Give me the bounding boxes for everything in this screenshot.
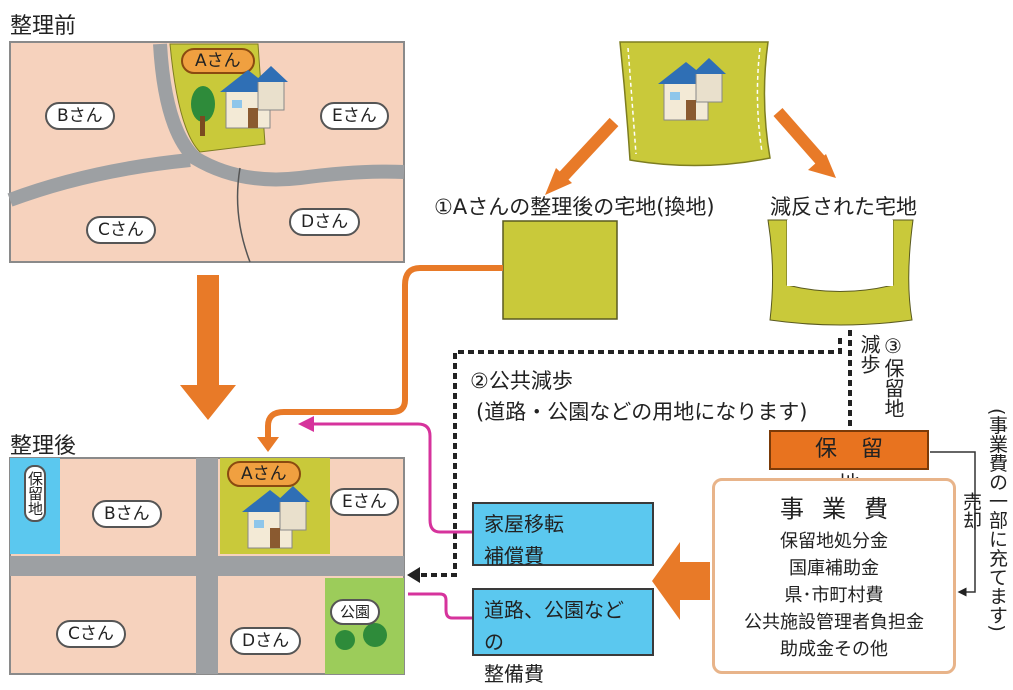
park-label: 公園 — [330, 599, 381, 625]
before-owner-d: Dさん — [289, 208, 361, 236]
replot-square — [502, 220, 618, 320]
house-icon — [658, 58, 726, 121]
project-cost-box: 事業費 保留地処分金 国庫補助金 県･市町村費 公共施設管理者負担金 助成金その… — [712, 478, 956, 674]
relocation-link — [312, 422, 472, 534]
replot-link — [265, 265, 503, 440]
project-item: 国庫補助金 — [789, 558, 879, 579]
after-road-horizontal — [10, 556, 404, 576]
reduced-label: 減反された宅地 — [770, 195, 917, 219]
road-box: 道路、公園などの 整備費 — [472, 588, 654, 686]
hold-reduction-label: ③保留地 — [881, 334, 905, 418]
down-arrow — [180, 275, 236, 420]
project-cost-items: 保留地処分金 国庫補助金 県･市町村費 公共施設管理者負担金 助成金その他 — [715, 528, 953, 663]
relocation-box: 家屋移転 補償費 — [472, 502, 654, 568]
reduction-label: 減歩 — [857, 334, 881, 374]
arrow-to-reduced — [773, 108, 827, 166]
side-note: (事業費の一部に充てます) — [986, 408, 1008, 632]
replot-label: ①Aさんの整理後の宅地(換地) — [434, 195, 715, 219]
before-tree — [191, 86, 215, 122]
after-owner-b: Bさん — [92, 500, 162, 528]
arrow-to-replot — [555, 117, 619, 185]
public-reduction-line — [420, 338, 842, 577]
after-owner-d: Dさん — [230, 627, 302, 655]
after-title: 整理後 — [10, 434, 77, 459]
road-link — [408, 592, 472, 620]
project-item: 公共施設管理者負担金 — [744, 612, 924, 633]
before-owner-a: Aさん — [181, 48, 255, 74]
relocation-line-2: 補償費 — [484, 544, 544, 568]
road-line-2: 整備費 — [484, 662, 544, 686]
project-item: 県･市町村費 — [784, 585, 884, 606]
after-owner-c: Cさん — [56, 620, 126, 648]
project-item: 保留地処分金 — [780, 531, 888, 552]
before-owner-e: Eさん — [320, 102, 389, 130]
project-cost-title: 事業費 — [780, 495, 906, 523]
house-icon — [220, 66, 288, 129]
before-boundary-cd — [236, 167, 251, 263]
sale-line — [930, 451, 976, 597]
after-owner-a: Aさん — [227, 461, 301, 487]
hold-land-box: 保留地 — [769, 430, 929, 498]
house-icon — [242, 486, 310, 549]
after-hold-label: 保留地 — [24, 465, 46, 522]
relocation-line-1: 家屋移転 — [484, 512, 564, 536]
after-owner-e: Eさん — [330, 488, 399, 516]
project-item: 助成金その他 — [780, 639, 888, 660]
park-area — [325, 578, 404, 674]
sale-label: 売却 — [960, 492, 982, 530]
left-arrow — [652, 542, 710, 620]
before-owner-c: Cさん — [86, 216, 156, 244]
road-line-1: 道路、公園などの — [484, 598, 624, 654]
reduced-lot — [767, 219, 914, 326]
public-reduction-title: ②公共減歩 — [470, 369, 573, 393]
public-reduction-sub: (道路・公園などの用地になります) — [476, 400, 808, 424]
before-owner-b: Bさん — [45, 102, 115, 130]
before-title: 整理前 — [10, 14, 77, 39]
before-road-left — [7, 153, 191, 207]
